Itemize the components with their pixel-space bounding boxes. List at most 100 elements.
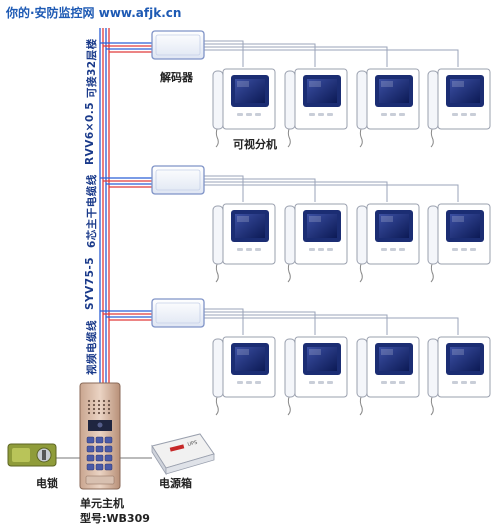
screen xyxy=(307,347,337,371)
watermark-text: 你的·安防监控网 www.afjk.cn xyxy=(6,6,182,20)
unit-button xyxy=(470,248,476,251)
keypad-key xyxy=(95,445,104,453)
lock-label: 电锁 xyxy=(36,477,58,490)
indoor-unit xyxy=(212,203,276,283)
screen xyxy=(235,347,265,371)
speaker-hole xyxy=(92,407,96,411)
keypad-key xyxy=(86,463,95,471)
decoder-panel xyxy=(155,169,201,191)
power-box-label: 电源箱 xyxy=(159,477,192,490)
unit-button xyxy=(381,248,387,251)
power-box-front xyxy=(165,453,215,475)
screen-glare xyxy=(381,216,393,222)
bus-wire xyxy=(203,317,459,335)
screen xyxy=(307,214,337,238)
unit-button xyxy=(237,113,243,116)
panel-body xyxy=(79,382,121,490)
unit-button xyxy=(255,248,261,251)
screen-glare xyxy=(237,349,249,355)
unit-button xyxy=(381,381,387,384)
unit-button xyxy=(255,381,261,384)
unit-button xyxy=(390,248,396,251)
unit-button xyxy=(461,381,467,384)
unit-button xyxy=(246,113,252,116)
handset xyxy=(356,70,368,130)
decoder-label: 解码器 xyxy=(160,71,193,84)
unit-button xyxy=(399,248,405,251)
unit-button xyxy=(461,113,467,116)
outdoor-main-unit xyxy=(79,382,121,490)
screen-glare xyxy=(452,349,464,355)
indoor-unit xyxy=(212,68,276,148)
keypad-key xyxy=(86,436,95,444)
power-box-indicator xyxy=(169,444,185,452)
screen xyxy=(450,347,480,371)
unit-button xyxy=(327,248,333,251)
unit-button xyxy=(318,113,324,116)
screen-glare xyxy=(309,216,321,222)
unit-button xyxy=(327,113,333,116)
wiring-layer xyxy=(52,28,459,459)
screen-glare xyxy=(309,81,321,87)
indoor-unit xyxy=(427,336,491,416)
unit-button xyxy=(452,113,458,116)
screen-glare xyxy=(309,349,321,355)
keypad-key xyxy=(86,454,95,462)
unit-button xyxy=(327,381,333,384)
speaker-hole xyxy=(87,399,91,403)
main-unit-label: 单元主机 xyxy=(80,497,124,510)
keypad-key xyxy=(104,445,113,453)
power-box-mark: UPS xyxy=(187,440,198,448)
handset xyxy=(356,205,368,265)
panel-nameplate xyxy=(85,475,115,485)
indoor-unit xyxy=(356,68,420,148)
handset xyxy=(427,70,439,130)
keypad-key xyxy=(86,445,95,453)
bus-wire xyxy=(203,308,244,335)
handset xyxy=(284,205,296,265)
keypad-key xyxy=(104,436,113,444)
unit-button xyxy=(246,248,252,251)
bus-wire xyxy=(203,181,388,202)
speaker-hole xyxy=(92,399,96,403)
speaker-hole xyxy=(97,399,101,403)
camera-lens xyxy=(97,422,103,428)
screen-glare xyxy=(237,81,249,87)
screen-glare xyxy=(452,216,464,222)
unit-button xyxy=(309,248,315,251)
indoor-unit xyxy=(356,203,420,283)
electric-lock xyxy=(7,443,57,467)
screen xyxy=(235,79,265,103)
unit-button xyxy=(390,113,396,116)
indoor-unit xyxy=(284,203,348,283)
speaker-hole xyxy=(87,407,91,411)
speaker-hole xyxy=(107,411,111,415)
screen xyxy=(235,214,265,238)
bus-wire xyxy=(203,178,316,202)
unit-button xyxy=(237,248,243,251)
unit-button xyxy=(309,113,315,116)
power-box: UPS xyxy=(151,433,215,476)
handset xyxy=(212,205,224,265)
main-unit-model: 型号:WB309 xyxy=(80,512,150,525)
decoder-box xyxy=(151,298,205,328)
speaker-hole xyxy=(102,411,106,415)
bus-wire xyxy=(203,49,459,67)
bus-wire xyxy=(203,46,388,67)
screen xyxy=(379,214,409,238)
speaker-hole xyxy=(107,399,111,403)
handset xyxy=(427,205,439,265)
handset xyxy=(212,338,224,398)
unit-button xyxy=(318,381,324,384)
speaker-hole xyxy=(107,407,111,411)
screen xyxy=(307,79,337,103)
screen xyxy=(379,347,409,371)
unit-button xyxy=(399,381,405,384)
lock-keyhole xyxy=(42,450,46,460)
indoor-unit-label: 可视分机 xyxy=(233,138,277,151)
indoor-unit xyxy=(427,68,491,148)
screen-glare xyxy=(381,349,393,355)
keypad-key xyxy=(95,436,104,444)
unit-button xyxy=(452,248,458,251)
